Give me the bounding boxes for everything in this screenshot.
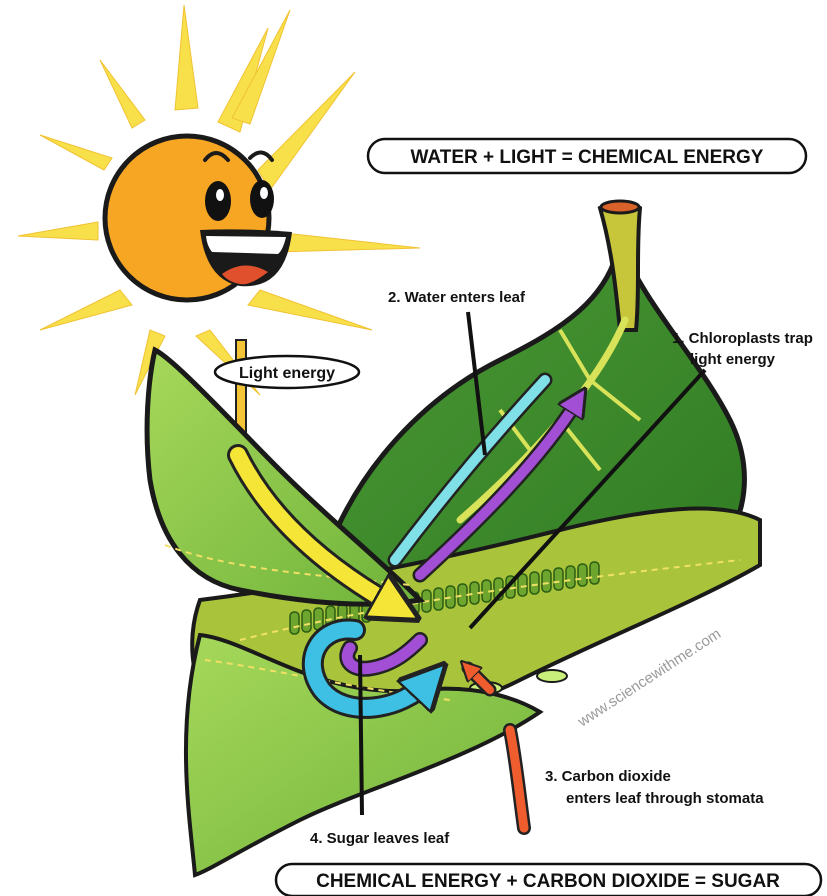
chloroplasts-label-line1: 1. Chloroplasts trap: [672, 330, 813, 347]
carbon-dioxide-label-line2: enters leaf through stomata: [566, 790, 764, 807]
sun-teeth: [206, 236, 286, 254]
stoma: [537, 670, 567, 682]
light-energy-label-text: Light energy: [239, 365, 335, 382]
water-enters-label: 2. Water enters leaf: [388, 289, 526, 306]
sugar-leaves-label: 4. Sugar leaves leaf: [310, 830, 450, 847]
carbon-dioxide-label-line1: 3. Carbon dioxide: [545, 768, 671, 785]
leader-line-sugar: [360, 655, 362, 815]
equation-bottom: CHEMICAL ENERGY + CARBON DIOXIDE = SUGAR: [276, 864, 821, 896]
sun-eye-right-shine: [260, 187, 268, 199]
sun-brow-right: [250, 152, 272, 160]
chloroplasts-label-line2: light energy: [690, 351, 776, 368]
sun-eye-right: [250, 180, 274, 218]
leaf-stem-tip: [601, 201, 639, 213]
sun-eye-left-shine: [216, 189, 224, 201]
equation-top: WATER + LIGHT = CHEMICAL ENERGY: [368, 139, 806, 173]
smiling-sun-icon: [18, 5, 420, 395]
equation-bottom-text: CHEMICAL ENERGY + CARBON DIOXIDE = SUGAR: [316, 871, 780, 892]
equation-top-text: WATER + LIGHT = CHEMICAL ENERGY: [411, 147, 764, 168]
sun-eye-left: [205, 181, 231, 221]
light-energy-label: Light energy: [215, 356, 359, 388]
